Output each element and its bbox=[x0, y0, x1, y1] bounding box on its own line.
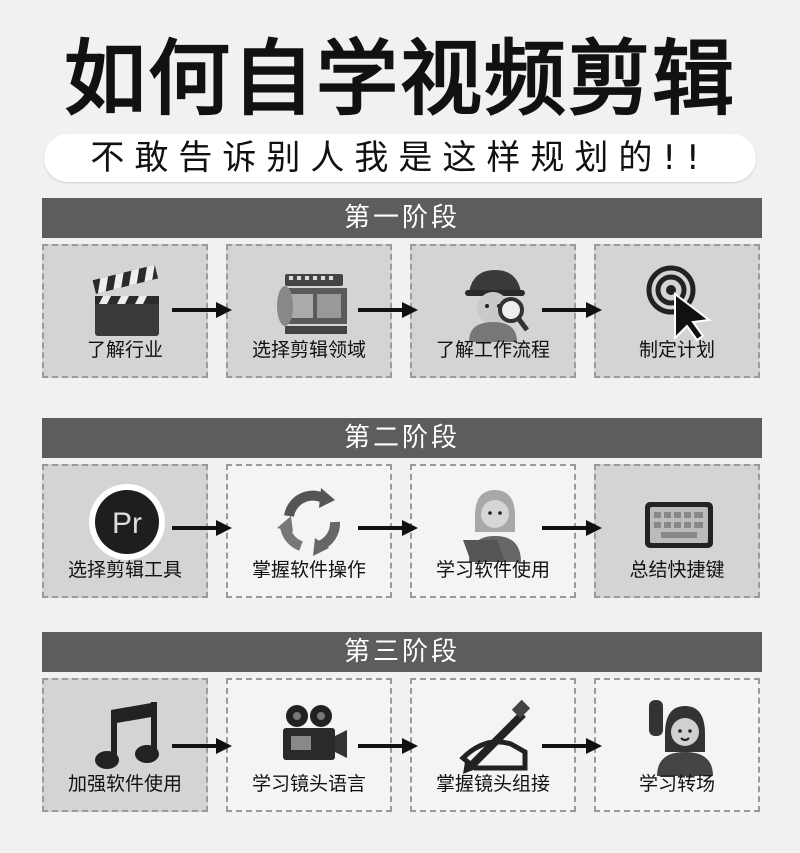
detective-icon bbox=[465, 270, 529, 342]
arrow-right-icon bbox=[172, 520, 232, 536]
step-label: 加强软件使用 bbox=[67, 773, 182, 795]
stage-3-header: 第三阶段 bbox=[42, 632, 762, 672]
step-label: 学习软件使用 bbox=[435, 559, 550, 581]
step-label: 了解行业 bbox=[86, 339, 163, 361]
step-label: 选择剪辑领域 bbox=[251, 339, 366, 361]
stage-2-header: 第二阶段 bbox=[42, 418, 762, 458]
stage-2-step-3: 学习软件使用 bbox=[410, 464, 576, 598]
step-label: 总结快捷键 bbox=[629, 559, 725, 581]
arrow-right-icon bbox=[542, 302, 602, 318]
arrow-right-icon bbox=[172, 302, 232, 318]
svg-text:Pr: Pr bbox=[112, 507, 142, 540]
step-label: 了解工作流程 bbox=[435, 339, 550, 361]
step-label: 学习转场 bbox=[638, 773, 715, 795]
step-label: 学习镜头语言 bbox=[251, 773, 366, 795]
premiere-pro-icon: Pr bbox=[89, 484, 165, 560]
keyboard-icon bbox=[645, 502, 713, 548]
writing-hand-icon bbox=[459, 699, 531, 774]
stage-3-step-4: 学习转场 bbox=[594, 678, 760, 812]
step-label: 制定计划 bbox=[638, 339, 715, 361]
movie-camera-icon bbox=[283, 705, 347, 760]
arrow-right-icon bbox=[358, 520, 418, 536]
film-reel-icon bbox=[277, 274, 347, 334]
arrow-right-icon bbox=[358, 302, 418, 318]
arrow-right-icon bbox=[542, 520, 602, 536]
arrow-right-icon bbox=[358, 738, 418, 754]
clapperboard-icon bbox=[92, 264, 159, 336]
step-label: 掌握软件操作 bbox=[251, 559, 366, 581]
stage-1-step-4: 制定计划 bbox=[594, 244, 760, 378]
arrow-right-icon bbox=[172, 738, 232, 754]
person-raising-hand-icon bbox=[649, 700, 713, 776]
stage-2-step-2: 掌握软件操作 bbox=[226, 464, 392, 598]
step-label: 选择剪辑工具 bbox=[67, 559, 182, 581]
target-cursor-icon bbox=[646, 265, 712, 342]
stage-2-step-1: Pr 选择剪辑工具 bbox=[42, 464, 208, 598]
stage-2-step-4: 总结快捷键 bbox=[594, 464, 760, 598]
person-laptop-icon bbox=[463, 490, 521, 562]
step-label: 掌握镜头组接 bbox=[435, 773, 550, 795]
page-title: 如何自学视频剪辑 bbox=[63, 32, 736, 127]
stage-1-header: 第一阶段 bbox=[42, 198, 762, 238]
arrow-right-icon bbox=[542, 738, 602, 754]
refresh-arrows-icon bbox=[277, 488, 341, 556]
page-subtitle: 不敢告诉别人我是这样规划的!! bbox=[44, 134, 756, 182]
music-note-icon bbox=[95, 702, 159, 769]
stage-1-step-3: 了解工作流程 bbox=[410, 244, 576, 378]
